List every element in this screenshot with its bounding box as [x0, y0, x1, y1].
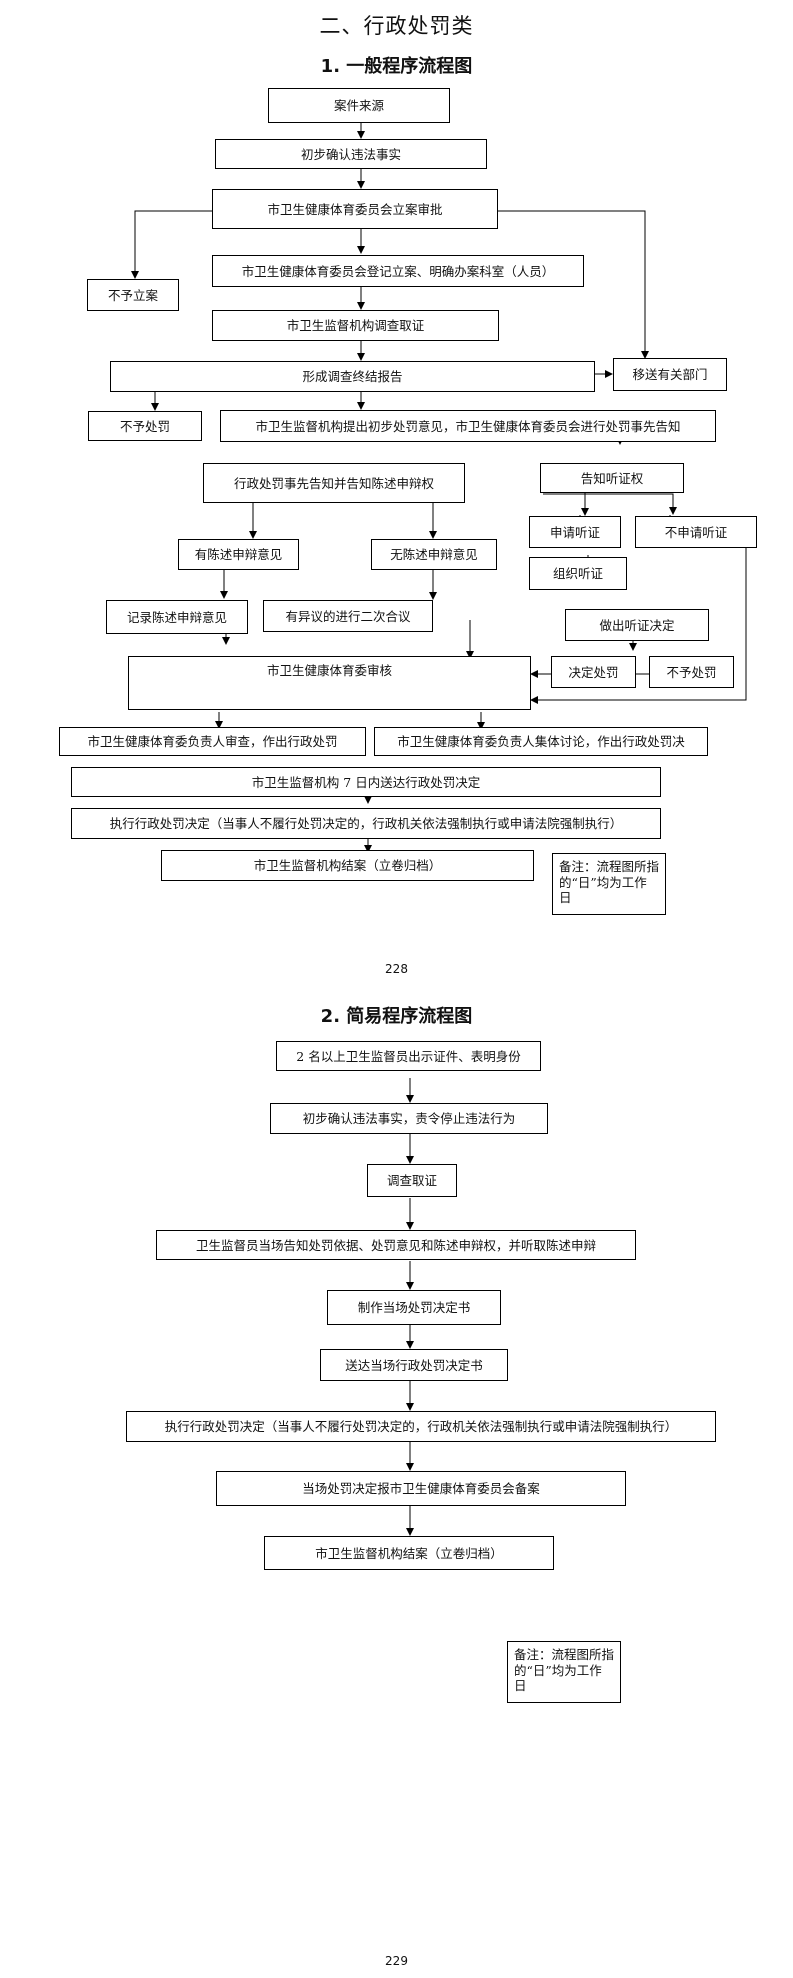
node-collective-review: 市卫生健康体育委负责人集体讨论，作出行政处罚决	[374, 727, 708, 756]
node-prior-notice: 行政处罚事先告知并告知陈述申辩权	[203, 463, 465, 503]
node-second-review: 有异议的进行二次合议	[263, 600, 433, 632]
node-organize-hearing: 组织听证	[529, 557, 627, 590]
node-preliminary-confirm: 初步确认违法事实	[215, 139, 487, 169]
node-committee-review: 市卫生健康体育委审核	[128, 656, 531, 710]
node-simple-step6: 送达当场行政处罚决定书	[320, 1349, 508, 1381]
node-no-apply-hearing: 不申请听证	[635, 516, 757, 548]
node-transfer: 移送有关部门	[613, 358, 727, 391]
node-deliver-7days: 市卫生监督机构 7 日内送达行政处罚决定	[71, 767, 661, 797]
node-simple-step5: 制作当场处罚决定书	[327, 1290, 501, 1325]
node-head-review: 市卫生健康体育委负责人审查，作出行政处罚	[59, 727, 366, 756]
page-number-228: 228	[385, 962, 408, 976]
node-decide-no-penalty: 不予处罚	[649, 656, 734, 688]
node-no-penalty-1: 不予处罚	[88, 411, 202, 441]
node-simple-step8: 当场处罚决定报市卫生健康体育委员会备案	[216, 1471, 626, 1506]
node-no-statement: 无陈述申辩意见	[371, 539, 497, 570]
node-no-filing: 不予立案	[87, 279, 179, 311]
general-procedure-title: 1. 一般程序流程图	[320, 56, 473, 77]
node-simple-step4: 卫生监督员当场告知处罚依据、处罚意见和陈述申辩权，并听取陈述申辩	[156, 1230, 636, 1260]
node-has-statement: 有陈述申辩意见	[178, 539, 299, 570]
node-execute-decision: 执行行政处罚决定（当事人不履行处罚决定的，行政机关依法强制执行或申请法院强制执行…	[71, 808, 661, 839]
node-simple-step1: 2 名以上卫生监督员出示证件、表明身份	[276, 1041, 541, 1071]
node-simple-step3: 调查取证	[367, 1164, 457, 1197]
node-simple-step9: 市卫生监督机构结案（立卷归档）	[264, 1536, 554, 1570]
node-final-report: 形成调查终结报告	[110, 361, 595, 392]
node-committee-approval: 市卫生健康体育委员会立案审批	[212, 189, 498, 229]
node-close-case: 市卫生监督机构结案（立卷归档）	[161, 850, 534, 881]
node-simple-step7: 执行行政处罚决定（当事人不履行处罚决定的，行政机关依法强制执行或申请法院强制执行…	[126, 1411, 716, 1442]
node-hearing-decision: 做出听证决定	[565, 609, 709, 641]
simple-note: 备注：流程图所指的“日”均为工作日	[507, 1641, 621, 1703]
node-preliminary-opinion: 市卫生监督机构提出初步处罚意见，市卫生健康体育委员会进行处罚事先告知	[220, 410, 716, 442]
node-investigation: 市卫生监督机构调查取证	[212, 310, 499, 341]
node-register-case: 市卫生健康体育委员会登记立案、明确办案科室（人员）	[212, 255, 584, 287]
node-decide-penalty: 决定处罚	[551, 656, 636, 688]
node-simple-step2: 初步确认违法事实，责令停止违法行为	[270, 1103, 548, 1134]
general-note: 备注：流程图所指的“日”均为工作日	[552, 853, 666, 915]
simple-procedure-title: 2. 简易程序流程图	[320, 1006, 473, 1027]
node-apply-hearing: 申请听证	[529, 516, 621, 548]
node-hearing-notice: 告知听证权	[540, 463, 684, 493]
document-title: 二、行政处罚类	[319, 14, 474, 38]
page-number-229: 229	[385, 1954, 408, 1968]
node-case-source: 案件来源	[268, 88, 450, 123]
node-record-statement: 记录陈述申辩意见	[106, 600, 248, 634]
